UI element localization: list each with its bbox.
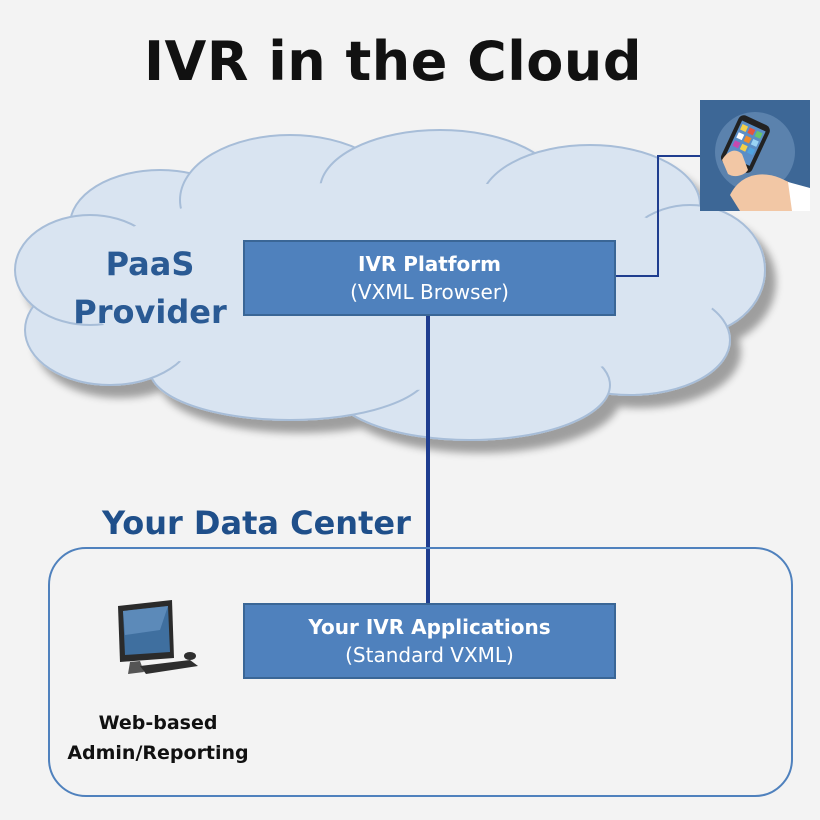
paas-label-line1: PaaS [105, 245, 195, 283]
paas-provider-label: PaaS Provider [60, 240, 240, 336]
ivr-applications-title: Your IVR Applications [308, 615, 551, 639]
ivr-platform-title: IVR Platform [358, 252, 501, 276]
admin-label-line2: Admin/Reporting [67, 742, 249, 764]
ivr-applications-box: Your IVR Applications (Standard VXML) [243, 603, 616, 679]
admin-reporting-label: Web-based Admin/Reporting [58, 708, 258, 768]
smartphone-in-hand-icon [700, 100, 810, 211]
ivr-platform-subtitle: (VXML Browser) [350, 280, 509, 304]
paas-label-line2: Provider [73, 293, 227, 331]
data-center-frame [48, 547, 793, 797]
ivr-applications-subtitle: (Standard VXML) [345, 643, 514, 667]
platform-to-phone-connector [616, 155, 700, 277]
admin-label-line1: Web-based [98, 712, 218, 734]
desktop-computer-icon [110, 600, 200, 682]
page-title: IVR in the Cloud [143, 30, 643, 93]
ivr-platform-box: IVR Platform (VXML Browser) [243, 240, 616, 316]
data-center-title: Your Data Center [102, 504, 411, 542]
